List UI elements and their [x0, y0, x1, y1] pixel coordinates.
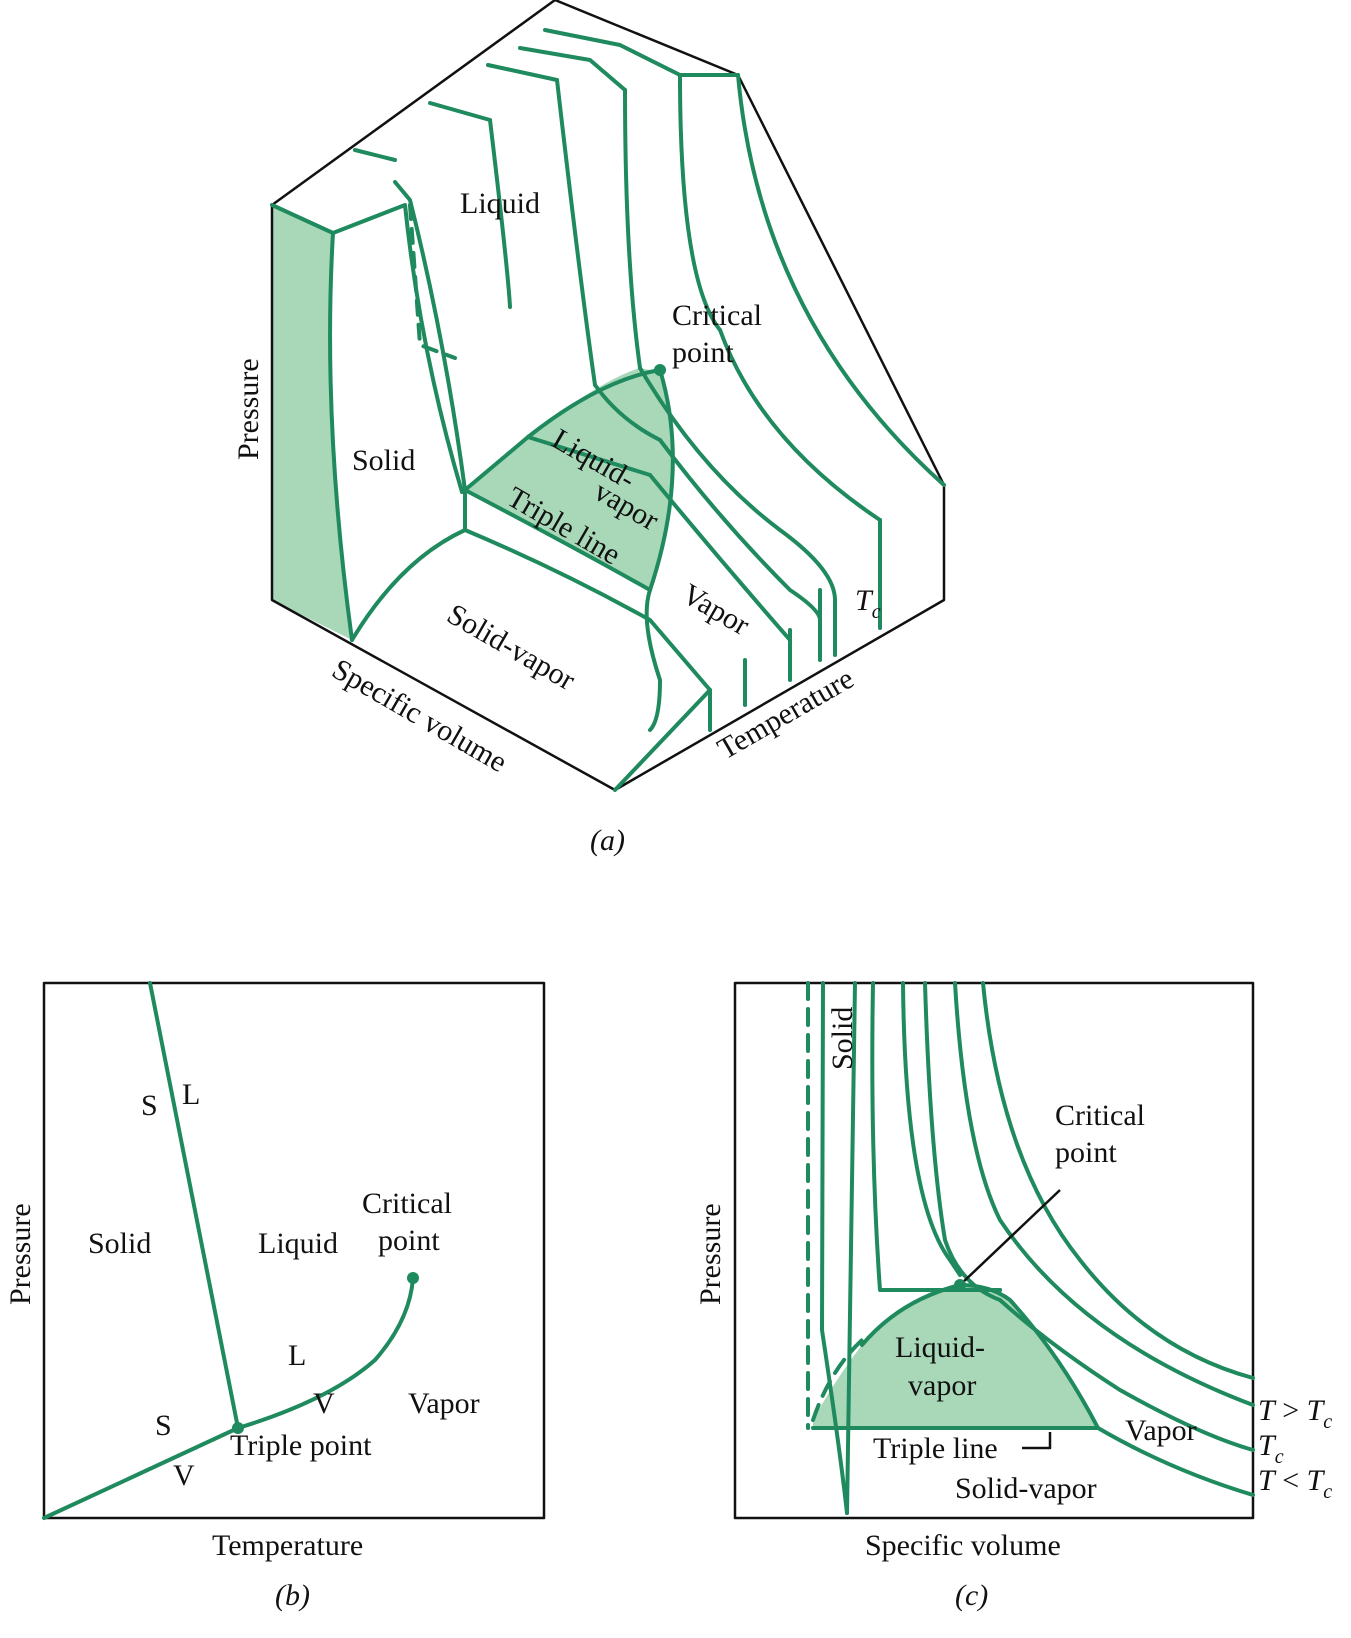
- back-isotherm-3: [486, 63, 559, 82]
- fusion-curve: [148, 981, 240, 1430]
- label-critical-a-1: Critical: [672, 299, 762, 332]
- axis-pressure-b: Pressure: [4, 1203, 37, 1305]
- solid-vapor-dashed: [811, 1338, 864, 1422]
- dome-inner-line: [593, 383, 662, 442]
- plot-frame-b: [42, 981, 546, 1520]
- solid-boundary-2: [845, 981, 857, 1515]
- vapor-isotherm-1: [658, 438, 822, 622]
- mark-v1: V: [313, 1387, 335, 1420]
- label-critical-c-1: Critical: [1055, 1099, 1145, 1132]
- below-isotherm-c: [1096, 1426, 1255, 1497]
- axis-pressure-c: Pressure: [694, 1203, 727, 1305]
- axis-pressure-a: Pressure: [232, 358, 265, 460]
- critical-point-c: [954, 1279, 966, 1291]
- panel-a: Liquid Critical point Solid Liquid- vapo…: [232, 0, 946, 857]
- triple-line-leader: [1022, 1432, 1052, 1450]
- high-isotherm-c: [981, 981, 1255, 1380]
- caption-a: (a): [590, 824, 625, 857]
- axis-temperature-b: Temperature: [212, 1529, 363, 1562]
- critical-point-a: [654, 364, 666, 376]
- back-isotherm-4: [518, 46, 627, 92]
- liquid-isotherm-c2: [901, 981, 962, 1277]
- critical-point-leader: [959, 1189, 1061, 1286]
- critical-isotherm-c: [923, 981, 1255, 1452]
- mark-s2: S: [155, 1409, 172, 1442]
- back-isotherm-2: [428, 101, 492, 122]
- supercritical-isotherm-c: [953, 981, 1255, 1407]
- liquid-isotherm-5: [736, 73, 946, 487]
- label-t-equals-tc: Tc: [1258, 1429, 1284, 1468]
- liquid-isotherm-1: [488, 118, 512, 309]
- label-solid-c: Solid: [826, 1007, 859, 1070]
- back-isotherm-1: [353, 148, 397, 162]
- label-liquid-vapor-c-1: Liquid-: [895, 1331, 985, 1364]
- label-liquid-vapor-c-2: vapor: [908, 1369, 976, 1402]
- label-t-above-tc: T > Tc: [1258, 1394, 1332, 1433]
- label-triple-line-c: Triple line: [873, 1432, 998, 1465]
- triple-line: [463, 488, 652, 592]
- liquid-isotherm-3: [623, 88, 642, 370]
- axis-specific-volume-a: Specific volume: [327, 652, 513, 778]
- label-liquid-b: Liquid: [258, 1227, 338, 1260]
- solid-vapor-line-3: [644, 588, 662, 732]
- solid-liquid-line-1: [331, 203, 464, 494]
- solid-vapor-line-1: [350, 528, 467, 642]
- mark-s1: S: [141, 1089, 158, 1122]
- solid-vapor-line-2: [463, 488, 712, 692]
- critical-point-b: [407, 1272, 419, 1284]
- surface-box-outline: [270, 0, 946, 792]
- label-critical-a-2: point: [672, 336, 734, 369]
- triple-point-b: [232, 1422, 244, 1434]
- label-vapor-c: Vapor: [1125, 1414, 1197, 1447]
- label-tc-a: Tc: [855, 584, 881, 623]
- vaporization-curve: [236, 1276, 415, 1430]
- caption-b: (b): [275, 1579, 310, 1612]
- solid-liquid-line-2: [393, 180, 467, 492]
- caption-c: (c): [955, 1579, 988, 1612]
- label-vapor-b: Vapor: [408, 1387, 480, 1420]
- label-solid-a: Solid: [352, 444, 415, 477]
- mark-v2: V: [173, 1459, 195, 1492]
- axis-temperature-a: Temperature: [712, 662, 859, 766]
- label-liquid-a: Liquid: [460, 187, 540, 220]
- label-solid-b: Solid: [88, 1227, 151, 1260]
- vapor-isotherm-2: [648, 473, 792, 642]
- label-t-below-tc: T < Tc: [1258, 1464, 1332, 1503]
- solid-left-line: [270, 203, 354, 642]
- back-isotherm-5: [543, 28, 740, 77]
- solid-face-shading: [272, 205, 352, 640]
- mark-l1: L: [182, 1078, 200, 1111]
- label-critical-b-2: point: [378, 1224, 440, 1257]
- liquid-vapor-dome-shading: [465, 368, 673, 590]
- panel-b: S L Solid Liquid Critical point L V Vapo…: [4, 981, 546, 1612]
- axis-specific-volume-c: Specific volume: [865, 1529, 1061, 1562]
- liquid-isotherm-c1: [870, 981, 1002, 1292]
- label-solid-vapor-c: Solid-vapor: [955, 1472, 1097, 1505]
- dome-tie-line: [526, 435, 652, 477]
- label-solid-vapor-a: Solid-vapor: [442, 597, 581, 696]
- solid-liquid-dashed: [408, 203, 457, 360]
- liquid-isotherm-4: [678, 73, 722, 332]
- liquid-isotherm-2: [555, 78, 597, 387]
- label-critical-b-1: Critical: [362, 1187, 452, 1220]
- triple-line-edge: [463, 435, 530, 492]
- panel-c: Solid Critical point Liquid- vapor Tripl…: [694, 981, 1332, 1612]
- mark-l2: L: [288, 1339, 306, 1372]
- label-triple-point-b: Triple point: [230, 1429, 372, 1462]
- supercritical-isotherm: [718, 328, 882, 602]
- sublimation-curve: [42, 1426, 240, 1520]
- saturation-dome: [526, 368, 675, 592]
- plot-frame-c: [733, 981, 1255, 1520]
- label-critical-c-2: point: [1055, 1136, 1117, 1169]
- solid-vapor-line-4: [613, 688, 712, 792]
